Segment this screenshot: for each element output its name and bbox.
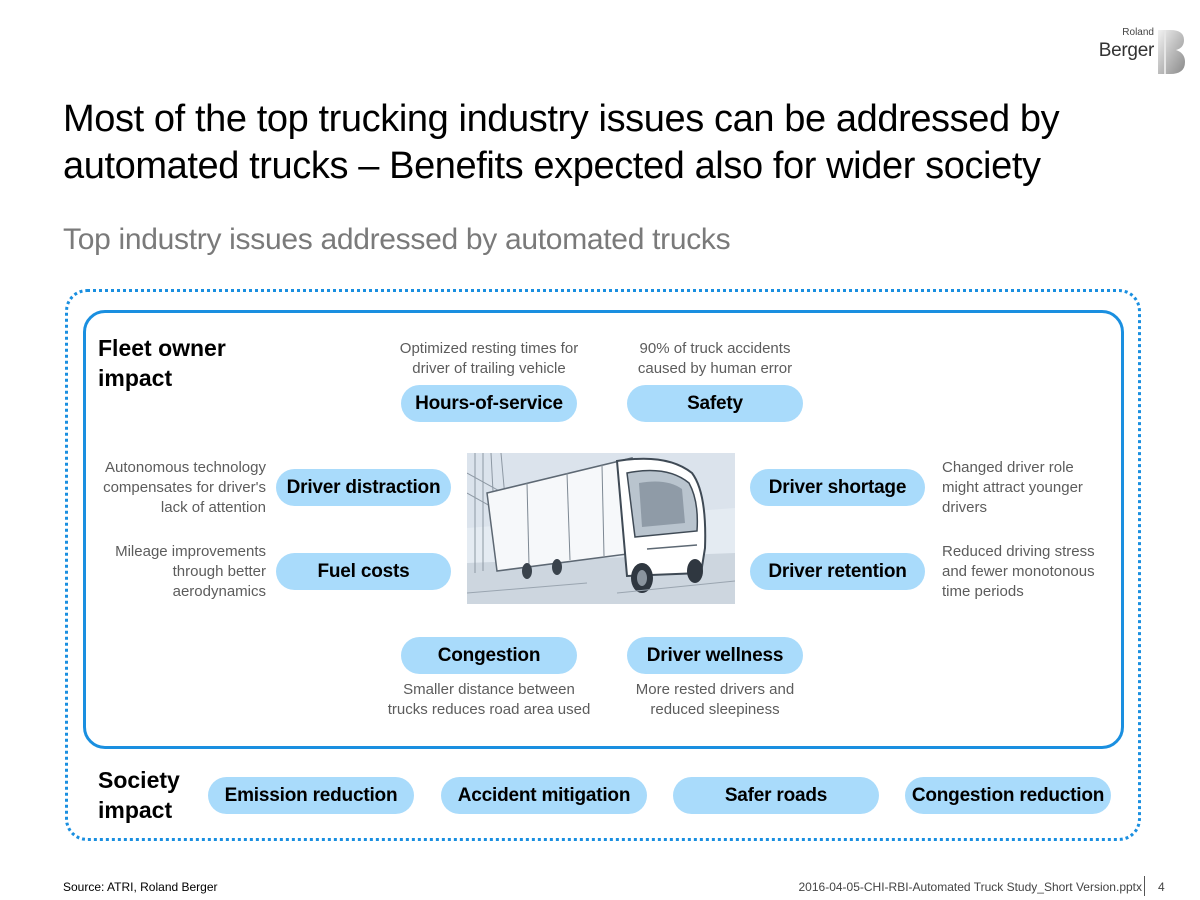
congestion-description: Smaller distance between trucks reduces … (387, 681, 591, 718)
logo-text-small: Roland (1122, 27, 1154, 38)
congestion-reduction-pill: Congestion reduction (905, 777, 1111, 814)
congestion-pill: Congestion (401, 637, 577, 674)
logo-text-big: Berger (1098, 40, 1155, 61)
society-impact-heading: Society impact (98, 767, 180, 823)
driver-distraction-description: Autonomous technology compensates for dr… (103, 459, 266, 516)
fleet-owner-impact-frame (83, 310, 1124, 749)
page-title: Most of the top trucking industry issues… (63, 98, 1060, 187)
source-note: Source: ATRI, Roland Berger (63, 880, 218, 894)
accident-mitigation-pill: Accident mitigation (441, 777, 647, 814)
safer-roads-pill: Safer roads (673, 777, 879, 814)
driver-retention-pill: Driver retention (750, 553, 925, 590)
page-number: 4 (1158, 880, 1165, 894)
logo-b-mark-icon (1158, 30, 1185, 74)
driver-wellness-description: More rested drivers and reduced sleepine… (635, 681, 795, 718)
emission-reduction-pill: Emission reduction (208, 777, 414, 814)
fuel-costs-pill: Fuel costs (276, 553, 451, 590)
society-impact-frame (65, 289, 1141, 841)
driver-distraction-pill: Driver distraction (276, 469, 451, 506)
safety-pill: Safety (627, 385, 803, 422)
footer-filename: 2016-04-05-CHI-RBI-Automated Truck Study… (798, 880, 1143, 894)
roland-berger-logo: Roland Berger (1086, 26, 1186, 76)
automated-truck-illustration (467, 453, 735, 604)
driver-shortage-pill: Driver shortage (750, 469, 925, 506)
safety-description: 90% of truck accidents caused by human e… (637, 340, 793, 377)
hours-of-service-pill: Hours-of-service (401, 385, 577, 422)
driver-retention-description: Reduced driving stress and fewer monoton… (942, 543, 1095, 600)
driver-shortage-description: Changed driver role might attract younge… (942, 459, 1083, 516)
fleet-owner-heading: Fleet owner impact (98, 335, 226, 391)
fuel-costs-description: Mileage improvements through better aero… (115, 543, 266, 600)
driver-wellness-pill: Driver wellness (627, 637, 803, 674)
footer-separator (1144, 876, 1145, 896)
hours-of-service-description: Optimized resting times for driver of tr… (399, 340, 579, 377)
page-subtitle: Top industry issues addressed by automat… (63, 223, 731, 256)
